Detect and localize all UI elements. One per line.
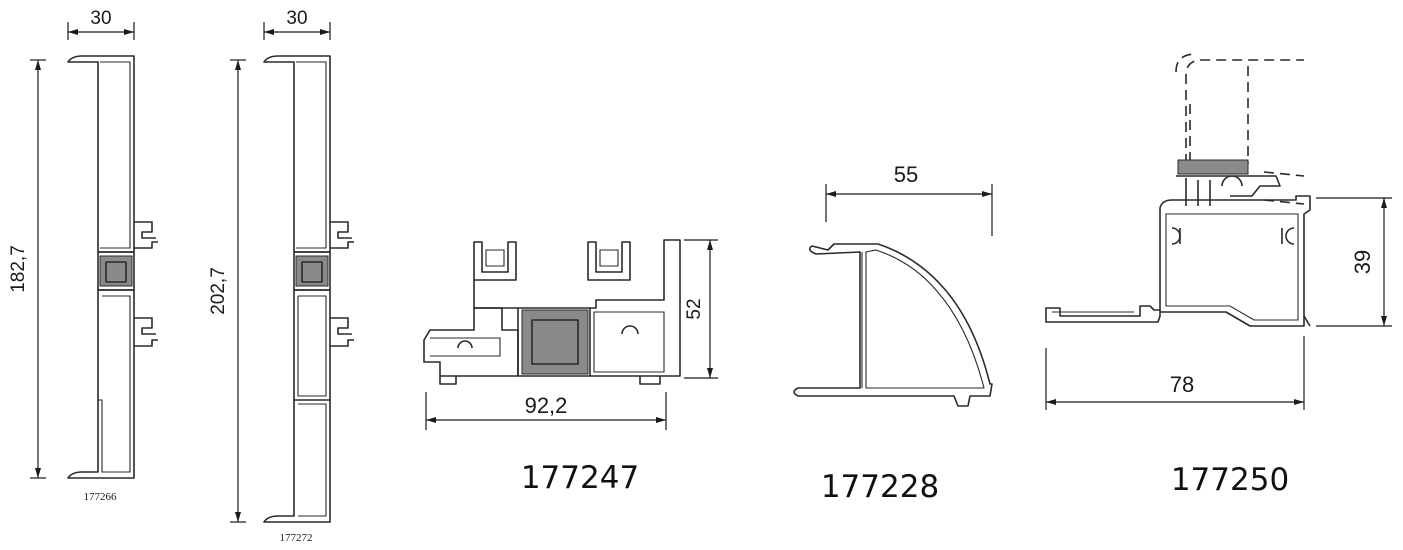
width-label-177247: 92,2 <box>525 393 568 418</box>
profile-code-177250: 177250 <box>1171 462 1289 498</box>
height-dimension-177247: 52 <box>684 239 718 379</box>
height-label-177247: 52 <box>684 298 705 319</box>
profile-177272: 30 202,7 177272 <box>208 8 354 544</box>
section-drawing-177266 <box>67 55 158 479</box>
height-dimension-177250: 39 <box>1316 197 1392 327</box>
height-label-177266: 182,7 <box>8 245 29 293</box>
height-label-177250: 39 <box>1350 250 1375 274</box>
profile-code-177228: 177228 <box>821 469 939 505</box>
profile-177228: 55 177228 <box>793 162 993 505</box>
width-label-177272: 30 <box>286 8 307 29</box>
width-dimension-177228: 55 <box>825 162 993 236</box>
height-dimension-177272: 202,7 <box>208 59 246 523</box>
width-dimension-177247: 92,2 <box>425 392 667 430</box>
section-drawing-177272 <box>263 55 354 523</box>
width-dimension-177250: 78 <box>1045 336 1305 410</box>
width-dimension-177266: 30 <box>67 8 135 40</box>
section-drawing-177250 <box>1045 53 1311 327</box>
profile-177247: 52 <box>423 239 718 496</box>
profile-code-177247: 177247 <box>521 460 639 496</box>
section-drawing-177228 <box>793 243 993 407</box>
width-dimension-177272: 30 <box>263 8 331 40</box>
height-dimension-177266: 182,7 <box>8 59 46 479</box>
width-label-177266: 30 <box>90 8 111 29</box>
profile-code-177272: 177272 <box>280 532 313 544</box>
section-drawing-177247 <box>423 239 681 385</box>
profile-code-177266: 177266 <box>84 491 118 503</box>
profile-177266: 30 182,7 177266 <box>8 8 158 503</box>
width-label-177228: 55 <box>894 162 918 187</box>
width-label-177250: 78 <box>1170 372 1194 397</box>
height-label-177272: 202,7 <box>208 267 229 315</box>
profile-177250: 39 78 177250 <box>1045 53 1392 498</box>
